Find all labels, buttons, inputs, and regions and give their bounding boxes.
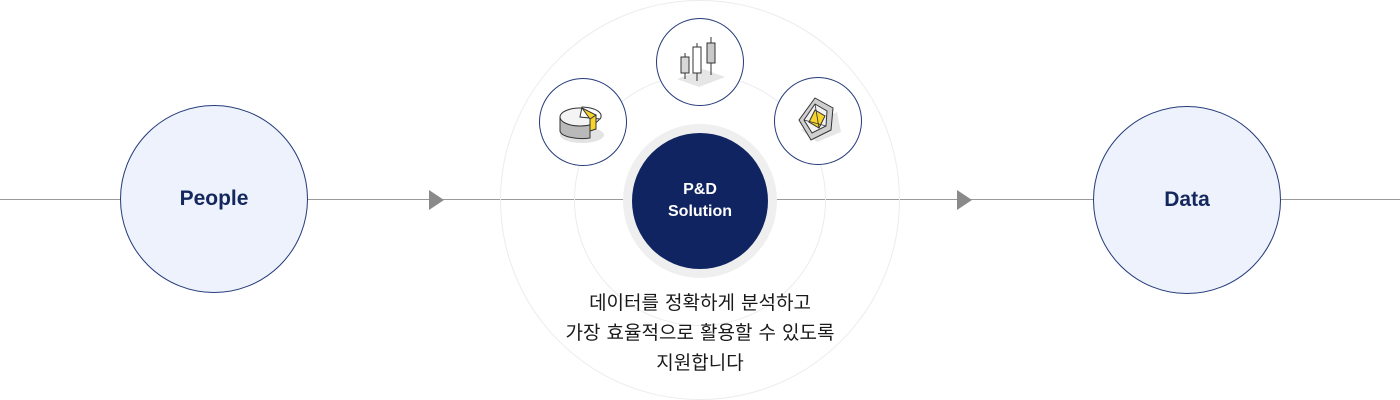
pie-chart-badge [539,78,627,166]
connector-line-left [0,199,120,200]
description-line-2: 가장 효율적으로 활용할 수 있도록 [565,322,835,344]
description-line-1: 데이터를 정확하게 분석하고 [589,292,811,314]
connector-line-solution-data [772,199,1094,200]
candlestick-chart-badge [656,18,744,106]
solution-description: 데이터를 정확하게 분석하고 가장 효율적으로 활용할 수 있도록 지원합니다 [450,288,950,378]
candlestick-chart-icon [677,37,725,87]
people-label: People [179,187,249,210]
connector-line-people-solution [308,199,628,200]
people-node: People [120,105,308,293]
solution-node: P&D Solution [632,133,768,269]
solution-label-line2: Solution [668,203,732,220]
radar-chart-icon [798,97,841,142]
pie-chart-icon [559,106,604,143]
arrow-right-icon [429,190,444,210]
arrow-right-icon [957,190,972,210]
description-line-3: 지원합니다 [656,352,744,374]
solution-label-line1: P&D [683,181,717,198]
data-label: Data [1164,188,1210,211]
connector-line-right [1281,199,1400,200]
data-node: Data [1093,106,1281,294]
radar-chart-badge [774,77,862,165]
